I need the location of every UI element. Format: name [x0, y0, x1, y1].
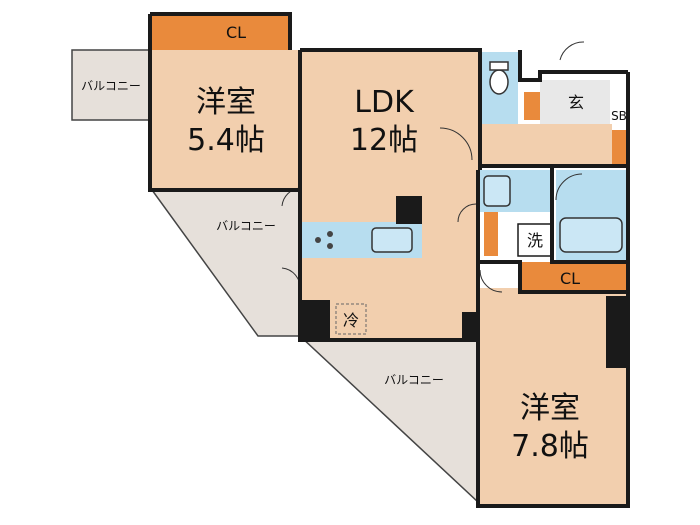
balcony-bottom	[298, 335, 479, 504]
column-ldk-3	[462, 312, 478, 340]
entrance-label: 玄	[568, 93, 584, 112]
corridor	[478, 124, 612, 166]
closet-top-label: CL	[226, 23, 246, 42]
stove-burner-3	[327, 243, 333, 249]
ldk-size: 12帖	[350, 123, 418, 158]
door-arc-5	[559, 41, 585, 61]
balcony-left	[71, 49, 151, 121]
fridge-space	[335, 303, 367, 335]
door-arc-6	[479, 269, 503, 293]
closet-small-3	[612, 130, 626, 164]
bathtub	[559, 217, 623, 253]
door-arc-7	[555, 173, 583, 201]
western-room-a	[150, 50, 300, 190]
toilet-bowl	[489, 69, 509, 95]
balcony-middle	[150, 189, 301, 337]
closet-right	[520, 262, 628, 292]
balcony-left-label: バルコニー	[81, 79, 141, 93]
ldk-name: LDK	[354, 85, 415, 120]
fridge-label: 冷	[343, 311, 359, 330]
sink-ldk	[371, 227, 413, 253]
western-room-b	[478, 288, 628, 506]
western-room-b-name: 洋室	[520, 391, 580, 426]
western-room-a-size: 5.4帖	[187, 123, 265, 158]
ldk-room	[300, 52, 478, 340]
washer-space	[517, 223, 553, 257]
stove-burner-2	[327, 231, 333, 237]
entrance-hall	[540, 80, 610, 124]
closet-small-2	[484, 212, 498, 256]
column-ldk-1	[396, 196, 422, 224]
closet-small-1	[524, 92, 540, 120]
vanity-sink	[483, 175, 511, 207]
door-arc-4	[457, 203, 477, 223]
stove-burner-1	[315, 237, 321, 243]
balcony-middle-label: バルコニー	[216, 219, 276, 233]
column-ldk-2	[300, 300, 330, 342]
balcony-bottom-label: バルコニー	[384, 373, 444, 387]
door-arc-1	[439, 127, 473, 161]
western-room-a-name: 洋室	[196, 85, 256, 120]
shoebox-label: SB	[611, 109, 627, 123]
closet-right-label: CL	[560, 269, 580, 288]
column-room-b	[606, 296, 628, 368]
toilet-tank	[489, 61, 509, 71]
western-room-b-size: 7.8帖	[511, 429, 589, 464]
closet-top	[152, 14, 290, 50]
washer-label: 洗	[527, 231, 543, 250]
